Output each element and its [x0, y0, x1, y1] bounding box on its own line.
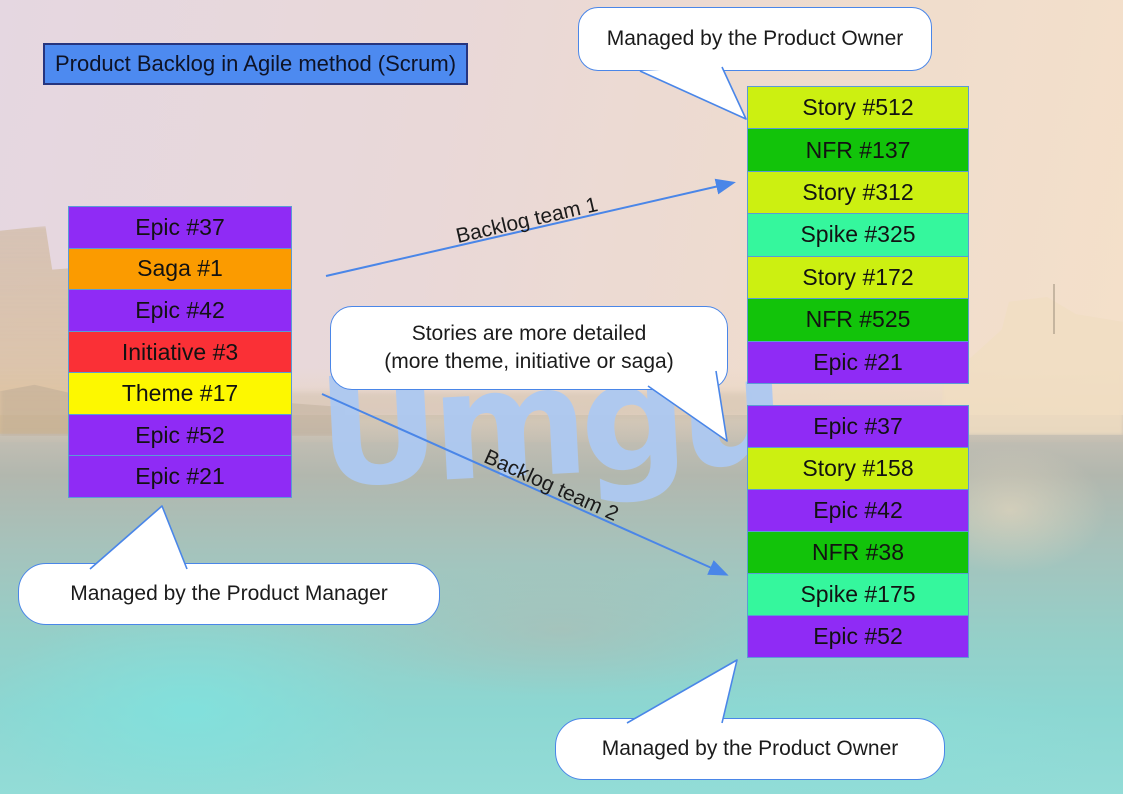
backlog-item-label: Epic #37 [813, 413, 903, 439]
backlog-item-label: Initiative #3 [121, 338, 239, 365]
backlog-item-label: Saga #1 [137, 255, 223, 282]
backlog-item: Epic #42 [747, 489, 969, 532]
backlog-item: Story #172 [747, 255, 969, 300]
backlog-item-label: Epic #37 [135, 213, 225, 240]
backlog-item: Epic #37 [747, 405, 969, 448]
callout-text-line1: Stories are more detailed [411, 322, 647, 345]
callout-text: Managed by the Product Owner [606, 27, 904, 50]
callout-text: Managed by the Product Manager [70, 582, 388, 605]
backlog-item: NFR #38 [747, 531, 969, 574]
backlog-item-label: NFR #137 [805, 136, 911, 163]
backlog-item-label: Epic #52 [813, 623, 903, 649]
backlog-item-label: Story #158 [802, 455, 914, 481]
backlog-item: Epic #21 [68, 455, 292, 499]
backlog-item: Initiative #3 [68, 330, 292, 374]
backlog-item: Epic #37 [68, 206, 292, 249]
backlog-item-label: Epic #42 [813, 497, 903, 523]
callout-text-line2: (more theme, initiative or saga) [384, 350, 674, 373]
backlog-item-label: NFR #525 [805, 306, 911, 333]
product-backlog-stack: Epic #37 Saga #1 Epic #42 Initiative #3 … [68, 206, 292, 499]
backlog-item-label: Story #512 [802, 94, 914, 121]
backlog-item: Saga #1 [68, 247, 292, 291]
backlog-item-label: Epic #52 [135, 421, 225, 448]
backlog-item: Epic #42 [68, 289, 292, 332]
backlog-item-label: Epic #21 [813, 348, 903, 375]
flag-mast-shape [1053, 284, 1055, 334]
backlog-item: Epic #52 [68, 413, 292, 457]
backlog-item-label: Spike #175 [800, 581, 916, 607]
backlog-item: Epic #52 [747, 615, 969, 658]
backlog-item-label: Theme #17 [121, 380, 239, 407]
backlog-item: NFR #525 [747, 298, 969, 342]
callout-managed-by-product-manager: Managed by the Product Manager [18, 563, 440, 625]
team1-backlog-stack: Story #512 NFR #137 Story #312 Spike #32… [747, 86, 969, 384]
backlog-item-label: Story #312 [802, 179, 914, 206]
backlog-item: Spike #325 [747, 213, 969, 257]
backlog-item: NFR #137 [747, 128, 969, 172]
backlog-item-label: Spike #325 [800, 221, 916, 248]
backlog-item: Story #158 [747, 447, 969, 490]
backlog-item-label: NFR #38 [811, 539, 905, 565]
callout-managed-by-product-owner-bottom: Managed by the Product Owner [555, 718, 945, 780]
backlog-item: Spike #175 [747, 573, 969, 616]
backlog-item-label: Story #172 [802, 263, 914, 290]
backlog-item: Story #512 [747, 86, 969, 130]
backlog-item: Theme #17 [68, 372, 292, 415]
backlog-item: Story #312 [747, 170, 969, 215]
backlog-item: Epic #21 [747, 340, 969, 384]
team2-backlog-stack: Epic #37 Story #158 Epic #42 NFR #38 Spi… [747, 405, 969, 658]
page-title-label: Product Backlog in Agile method (Scrum) [54, 51, 457, 76]
callout-stories-more-detailed: Stories are more detailed (more theme, i… [330, 306, 728, 390]
backlog-item-label: Epic #21 [135, 463, 225, 490]
backlog-item-label: Epic #42 [135, 296, 225, 323]
page-title: Product Backlog in Agile method (Scrum) [43, 43, 468, 85]
callout-text: Managed by the Product Owner [601, 737, 899, 760]
callout-managed-by-product-owner-top: Managed by the Product Owner [578, 7, 932, 71]
